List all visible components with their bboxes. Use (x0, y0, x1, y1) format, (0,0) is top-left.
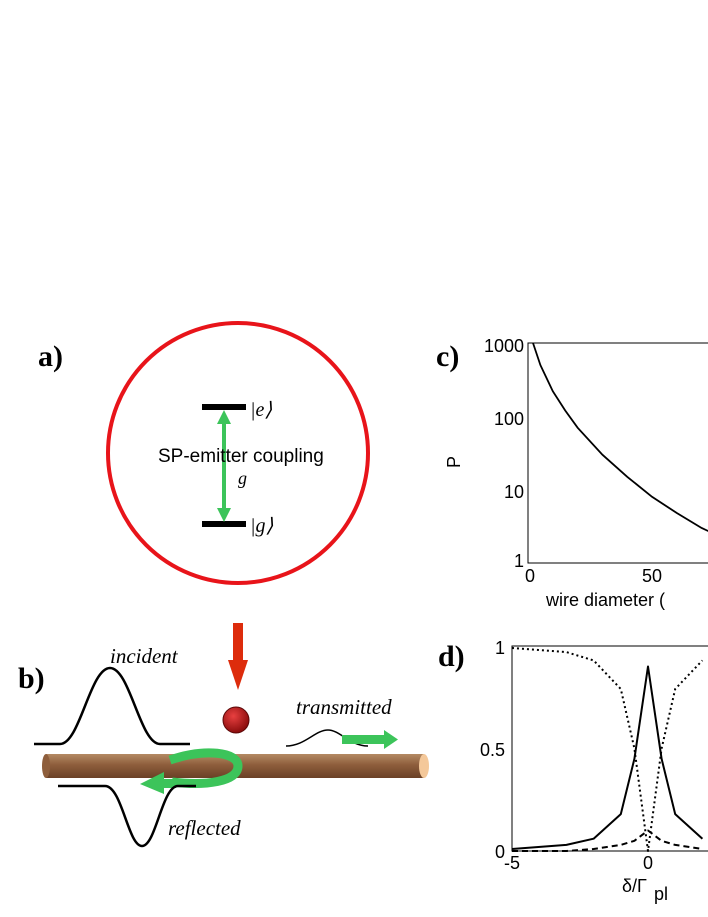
chart-c-ylabel: P (444, 456, 464, 468)
reflected-arrow-head (140, 772, 164, 794)
reflected-arrow-shaft (160, 779, 176, 788)
chart-d-xlabel: δ/Γ (622, 876, 647, 896)
down-arrow-head (228, 660, 248, 690)
chart-d-xtick--5: -5 (504, 853, 520, 873)
chart-c-ytick-1: 1 (514, 551, 524, 571)
coupling-arrow-head-up (217, 410, 231, 424)
chart-c-ytick-10: 10 (504, 482, 524, 502)
nanowire-end (419, 754, 429, 778)
ground-level (202, 521, 246, 527)
panel-label-d: d) (438, 640, 465, 673)
chart-c-xtick-50: 50 (642, 566, 662, 586)
chart-c-ytick-100: 100 (494, 409, 524, 429)
chart-c-xtick-0: 0 (525, 566, 535, 586)
panel-label-b: b) (18, 662, 45, 695)
reflected-label: reflected (168, 816, 241, 840)
transmitted-arrow-head (384, 730, 398, 749)
transmitted-arrow-shaft (342, 735, 384, 744)
chart-d-series-dashed (512, 829, 703, 852)
coupling-symbol: g (238, 468, 247, 488)
coupling-arrow-head-down (217, 508, 231, 522)
reflection-curl-arrow (168, 748, 243, 788)
chart-d-xlabel-sub: pl (654, 884, 668, 904)
chart-d-ytick-1: 1 (495, 638, 505, 658)
ket-e-label: |e⟩ (250, 399, 272, 421)
chart-c-ytick-1000: 1000 (484, 336, 524, 356)
emitter-circle (106, 321, 370, 585)
down-arrow-shaft (233, 623, 243, 663)
panel-label-a: a) (38, 340, 63, 373)
nanowire-start (42, 754, 50, 778)
ket-g-label: |g⟩ (250, 515, 273, 537)
chart-c-series-line (532, 342, 708, 532)
reflected-pulse (58, 784, 196, 848)
chart-c-frame (527, 342, 708, 564)
chart-d-ytick-0: 0 (495, 842, 505, 862)
coupling-text: SP-emitter coupling (158, 446, 324, 467)
incident-label: incident (110, 644, 179, 668)
incident-pulse (34, 666, 190, 746)
chart-d-series-solid (511, 665, 704, 850)
panel-label-c: c) (436, 340, 460, 373)
emitter-sphere (222, 706, 250, 734)
chart-d-xtick-0: 0 (643, 853, 653, 873)
chart-d-series-dotted (511, 647, 704, 852)
chart-d-ytick-0.5: 0.5 (480, 740, 505, 760)
transmitted-label: transmitted (296, 695, 392, 719)
chart-d-frame (511, 645, 708, 852)
chart-c-xlabel: wire diameter ( (545, 590, 665, 610)
excited-level (202, 404, 246, 410)
